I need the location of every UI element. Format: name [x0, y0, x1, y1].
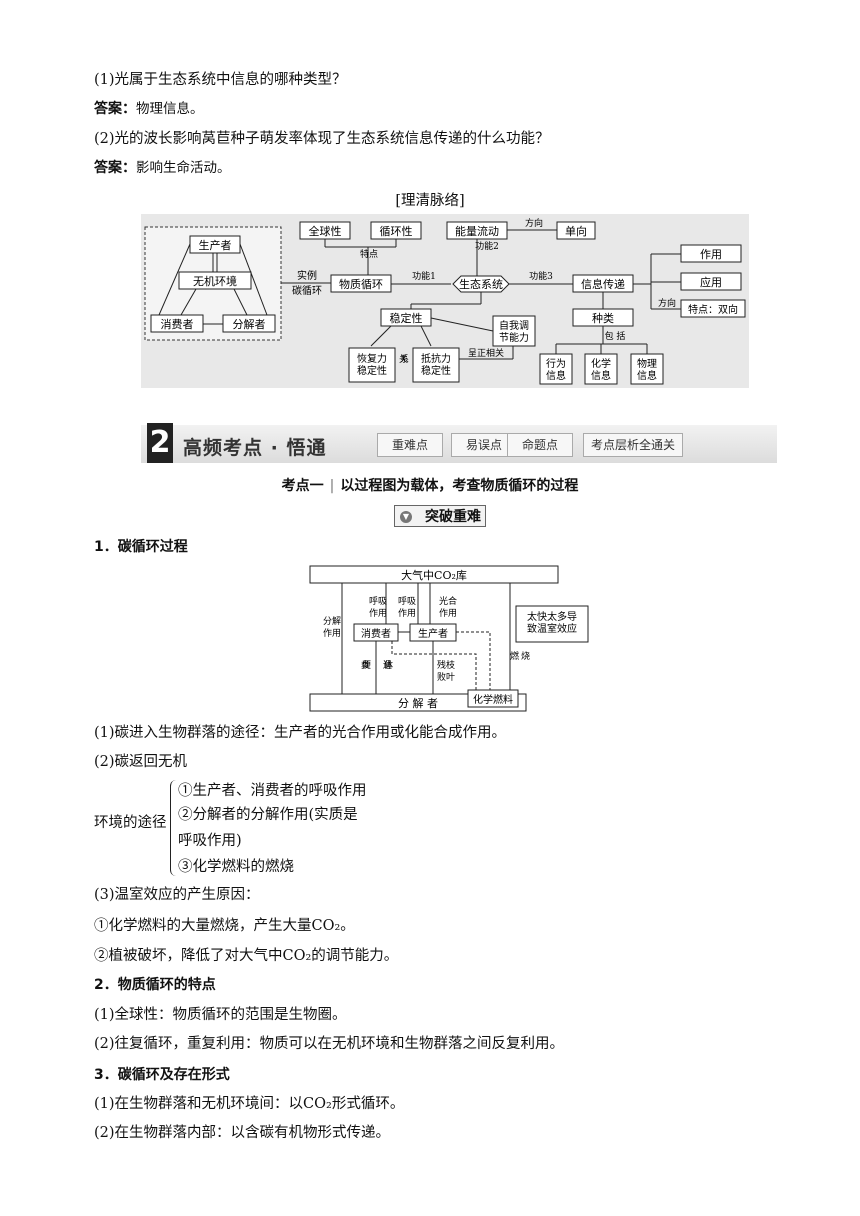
answer-text: 物理信息。 [136, 101, 204, 117]
cm-chemical-info: 化学信息 [591, 357, 611, 382]
cc-decomposition: 分解作用 [323, 615, 341, 639]
breakthrough-tag: ▼ 突破重难 [394, 505, 486, 527]
topic-heading: 考点一|以过程图为载体，考查物质循环的过程 [281, 478, 579, 494]
body-p2-item: ③化学燃料的燃烧 [178, 859, 294, 875]
cm-positive-corr: 呈正相关 [468, 347, 504, 359]
breakthrough-label: 突破重难 [425, 509, 481, 525]
section-3-heading: 3．碳循环及存在形式 [94, 1067, 230, 1083]
cc-burning: 燃烧 [510, 650, 530, 662]
cm-function3: 功能3 [529, 270, 553, 282]
cm-self-regulation: 自我调节能力 [499, 319, 529, 344]
cm-example: 实例 [297, 269, 317, 282]
cm-carbon-cycle: 碳循环 [292, 284, 322, 297]
cm-function2: 功能2 [475, 240, 499, 252]
cm-function1: 功能1 [412, 270, 436, 282]
cc-greenhouse: 太快太多导致温室效应 [527, 610, 577, 635]
cm-behavior-info: 行为信息 [546, 357, 566, 382]
body-p6: (1)全球性：物质循环的范围是生物圈。 [94, 1007, 347, 1023]
question-1: (1)光属于生态系统中信息的哪种类型？ [94, 72, 347, 88]
cm-cyclic: 循环性 [380, 224, 413, 238]
body-p1: (1)碳进入生物群落的途径：生产者的光合作用或化能合成作用。 [94, 725, 507, 741]
cc-feces: 粪便 [361, 659, 371, 671]
body-p2: (2)碳返回无机 [94, 754, 188, 770]
body-p4: ①化学燃料的大量燃烧，产生大量CO₂。 [94, 918, 355, 934]
cc-litter: 残枝败叶 [437, 659, 455, 683]
cc-respiration: 呼吸作用 [369, 596, 387, 619]
body-p2-item: ①生产者、消费者的呼吸作用 [178, 783, 367, 799]
cc-respiration: 呼吸作用 [398, 596, 416, 619]
body-p3: (3)温室效应的产生原因： [94, 887, 260, 903]
cm-global: 全球性 [309, 224, 342, 238]
cm-direction2: 方向 [658, 297, 676, 309]
cm-include: 包 括 [605, 330, 626, 342]
cm-relation: 关系 [399, 353, 409, 365]
cm-energy-flow: 能量流动 [455, 224, 499, 238]
answer-label: 答案： [94, 101, 136, 117]
cm-producer: 生产者 [199, 238, 232, 252]
cm-feature: 特点 [360, 248, 378, 260]
body-p2-item: ②分解者的分解作用(实质是 [178, 807, 358, 823]
answer-2: 答案：影响生命活动。 [94, 159, 231, 177]
question-2: (2)光的波长影响莴苣种子萌发率体现了生态系统信息传递的什么功能？ [94, 131, 550, 147]
banner-tab[interactable]: 重难点 [377, 433, 443, 457]
body-p5: ②植被破坏，降低了对大气中CO₂的调节能力。 [94, 948, 399, 964]
body-p9: (2)在生物群落内部：以含碳有机物形式传递。 [94, 1125, 391, 1141]
body-p7: (2)往复循环，重复利用：物质可以在无机环境和生物群落之间反复利用。 [94, 1036, 565, 1052]
answer-1: 答案：物理信息。 [94, 100, 204, 118]
cm-role: 作用 [700, 248, 722, 261]
cm-abiotic: 无机环境 [193, 274, 237, 288]
topic-label: 考点一 [281, 478, 324, 494]
cc-consumer: 消费者 [361, 627, 391, 640]
cm-consumer: 消费者 [161, 317, 194, 331]
cm-info-transfer: 信息传递 [581, 277, 625, 291]
section-banner: 2 高频考点 · 悟通 重难点 易误点 命题点 考点层析全通关 [141, 423, 777, 463]
section-2-heading: 2．物质循环的特点 [94, 977, 216, 993]
body-p2-item: 呼吸作用) [178, 833, 242, 849]
cm-application: 应用 [700, 275, 722, 289]
cc-fossil-fuel: 化学燃料 [473, 693, 513, 706]
banner-tab[interactable]: 命题点 [507, 433, 573, 457]
answer-label: 答案： [94, 160, 136, 176]
banner-tab[interactable]: 考点层析全通关 [583, 433, 683, 457]
cm-one-way: 单向 [565, 224, 587, 238]
cm-resilience: 恢复力稳定性 [357, 352, 387, 377]
cm-decomposer: 分解者 [233, 317, 266, 331]
cm-stability: 稳定性 [390, 311, 423, 325]
cm-physical-info: 物理信息 [637, 357, 657, 382]
body-p8: (1)在生物群落和无机环境间：以CO₂形式循环。 [94, 1096, 405, 1112]
brace [170, 780, 177, 876]
cc-decomposer: 分 解 者 [398, 696, 438, 710]
cm-ecosystem: 生态系统 [459, 277, 503, 291]
cm-material-cycle: 物质循环 [339, 277, 383, 291]
cm-direction: 方向 [525, 217, 543, 229]
section-1-heading: 1．碳循环过程 [94, 539, 188, 555]
outline-title: [理清脉络] [395, 193, 465, 209]
answer-text: 影响生命活动。 [136, 160, 231, 176]
down-arrow-icon: ▼ [400, 511, 412, 523]
body-p2-prefix: 环境的途径 [94, 815, 167, 831]
cc-remains: 遗体 [383, 659, 393, 671]
topic-text: 以过程图为载体，考查物质循环的过程 [340, 478, 579, 494]
concept-map: 生产者 无机环境 消费者 分解者 实例 碳循环 全球性 循环性 特点 物质循环 … [141, 214, 749, 388]
cc-producer: 生产者 [418, 627, 448, 640]
cc-photosynthesis: 光合作用 [439, 595, 457, 619]
cm-feature-two-way: 特点：双向 [688, 303, 738, 316]
carbon-cycle-diagram: 大气中CO₂库 分 解 者 消费者 生产者 化学燃料 太快太多导致温室效应 分解… [309, 565, 589, 712]
banner-number: 2 [147, 423, 173, 463]
cc-atmosphere: 大气中CO₂库 [401, 568, 467, 582]
banner-title: 高频考点 · 悟通 [183, 437, 327, 459]
cm-kinds: 种类 [592, 311, 614, 325]
cm-resistance: 抵抗力稳定性 [421, 352, 451, 377]
